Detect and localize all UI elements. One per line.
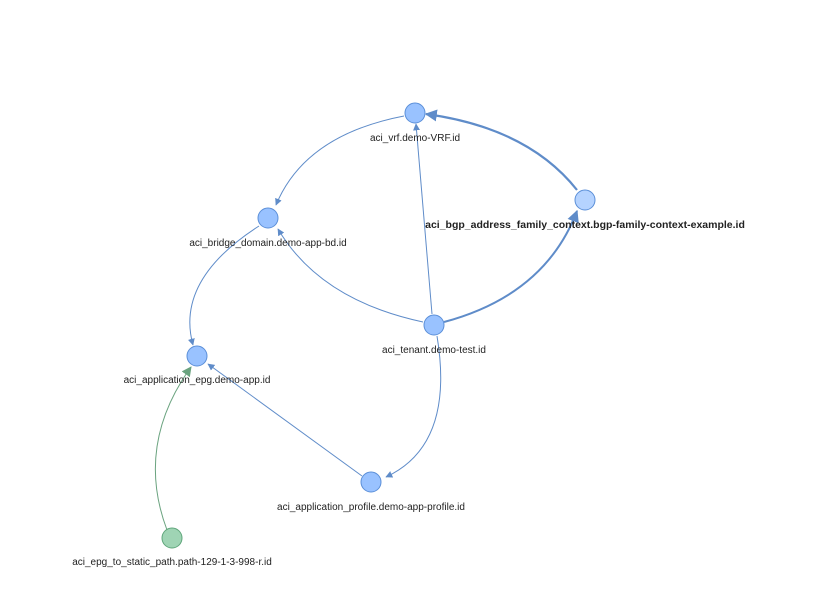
node-application-profile-label: aci_application_profile.demo-app-profile…	[277, 502, 465, 513]
node-vrf[interactable]: aci_vrf.demo-VRF.id	[370, 102, 460, 144]
node-application-profile[interactable]: aci_application_profile.demo-app-profile…	[277, 471, 465, 513]
edge-static-path-to-epg[interactable]	[154, 366, 192, 531]
edge-application-profile-to-epg[interactable]	[207, 363, 363, 477]
nodes-layer: aci_vrf.demo-VRF.id aci_bridge_domain.de…	[72, 102, 745, 568]
node-static-path-label: aci_epg_to_static_path.path-129-1-3-998-…	[72, 557, 272, 568]
node-tenant-circle[interactable]	[423, 314, 445, 336]
node-bgp-context-label: aci_bgp_address_family_context.bgp-famil…	[425, 219, 745, 231]
node-static-path-circle[interactable]	[161, 527, 183, 549]
node-tenant-label: aci_tenant.demo-test.id	[382, 345, 486, 356]
edge-tenant-to-vrf[interactable]	[413, 123, 433, 315]
node-vrf-label: aci_vrf.demo-VRF.id	[370, 133, 460, 144]
node-bgp-context-circle[interactable]	[574, 189, 596, 211]
node-bridge-domain[interactable]: aci_bridge_domain.demo-app-bd.id	[189, 207, 347, 249]
edge-bridge-domain-to-epg[interactable]	[187, 225, 260, 346]
node-application-profile-circle[interactable]	[360, 471, 382, 493]
node-application-epg-label: aci_application_epg.demo-app.id	[124, 375, 271, 386]
edges-layer	[154, 109, 579, 531]
node-application-epg[interactable]: aci_application_epg.demo-app.id	[124, 345, 271, 386]
edge-bgp-context-to-vrf[interactable]	[424, 109, 578, 191]
node-bgp-context[interactable]: aci_bgp_address_family_context.bgp-famil…	[425, 189, 745, 231]
node-vrf-circle[interactable]	[404, 102, 426, 124]
node-tenant[interactable]: aci_tenant.demo-test.id	[382, 314, 486, 356]
node-bridge-domain-circle[interactable]	[257, 207, 279, 229]
node-application-epg-circle[interactable]	[186, 345, 208, 367]
node-static-path[interactable]: aci_epg_to_static_path.path-129-1-3-998-…	[72, 527, 272, 568]
node-bridge-domain-label: aci_bridge_domain.demo-app-bd.id	[189, 238, 346, 249]
edge-tenant-to-bgp-context[interactable]	[443, 209, 579, 323]
edge-vrf-to-bridge-domain[interactable]	[275, 115, 405, 206]
edge-tenant-to-bridge-domain[interactable]	[277, 228, 424, 323]
edge-tenant-to-application-profile[interactable]	[385, 335, 442, 478]
